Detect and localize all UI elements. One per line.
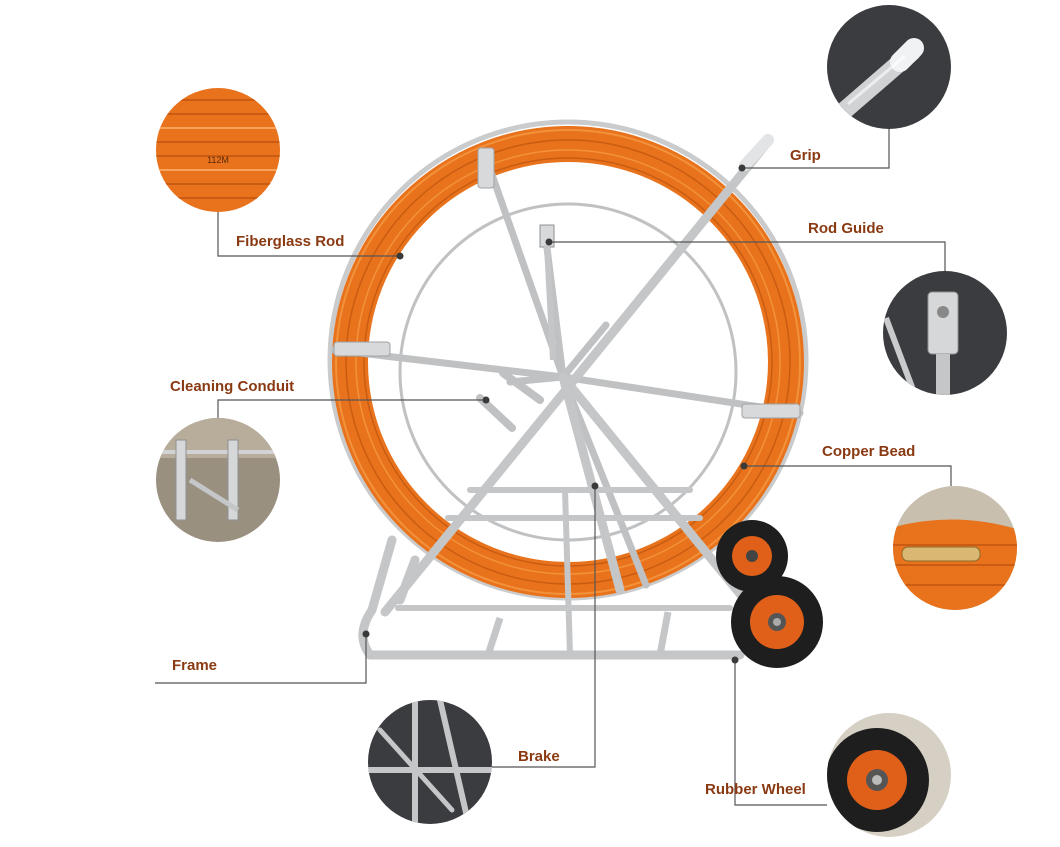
- back-wheel: [716, 520, 788, 592]
- rod-guide-detail-photo: [883, 271, 1007, 395]
- label-brake: Brake: [518, 748, 560, 765]
- leader-cleaning-conduit: [217, 399, 486, 418]
- label-grip: Grip: [790, 147, 821, 164]
- label-fiberglass-rod: Fiberglass Rod: [236, 233, 345, 250]
- label-rubber-wheel: Rubber Wheel: [705, 781, 806, 798]
- front-wheel: [731, 576, 823, 668]
- leader-frame: [155, 634, 367, 684]
- fiberglass-rod-detail-photo: 112M: [156, 88, 280, 212]
- label-frame: Frame: [172, 657, 218, 674]
- label-rod-guide: Rod Guide: [808, 220, 884, 237]
- leader-grip: [742, 129, 890, 169]
- frame-bars: [395, 487, 733, 658]
- duct-rodder-machine: [327, 119, 823, 668]
- cleaning-conduit-detail-photo: [156, 418, 280, 542]
- copper-bead-detail-photo: [893, 486, 1017, 610]
- grip-handle: [739, 134, 774, 171]
- rubber-wheel-detail-photo: [827, 713, 951, 837]
- leader-dots: [362, 164, 748, 664]
- grip-detail-photo: [827, 5, 951, 129]
- label-cleaning-conduit: Cleaning Conduit: [170, 378, 295, 395]
- brake-detail-photo: [368, 700, 492, 824]
- leader-rod-guide: [549, 241, 946, 271]
- leader-lines: [155, 129, 952, 806]
- label-copper-bead: Copper Bead: [822, 443, 916, 460]
- leader-fiberglass-rod: [217, 212, 400, 257]
- leader-copper-bead: [744, 465, 952, 486]
- leader-brake: [492, 486, 596, 768]
- coil-marking: 112M: [207, 155, 229, 165]
- base-frame: [358, 535, 745, 660]
- leader-rubber-wheel: [734, 660, 827, 806]
